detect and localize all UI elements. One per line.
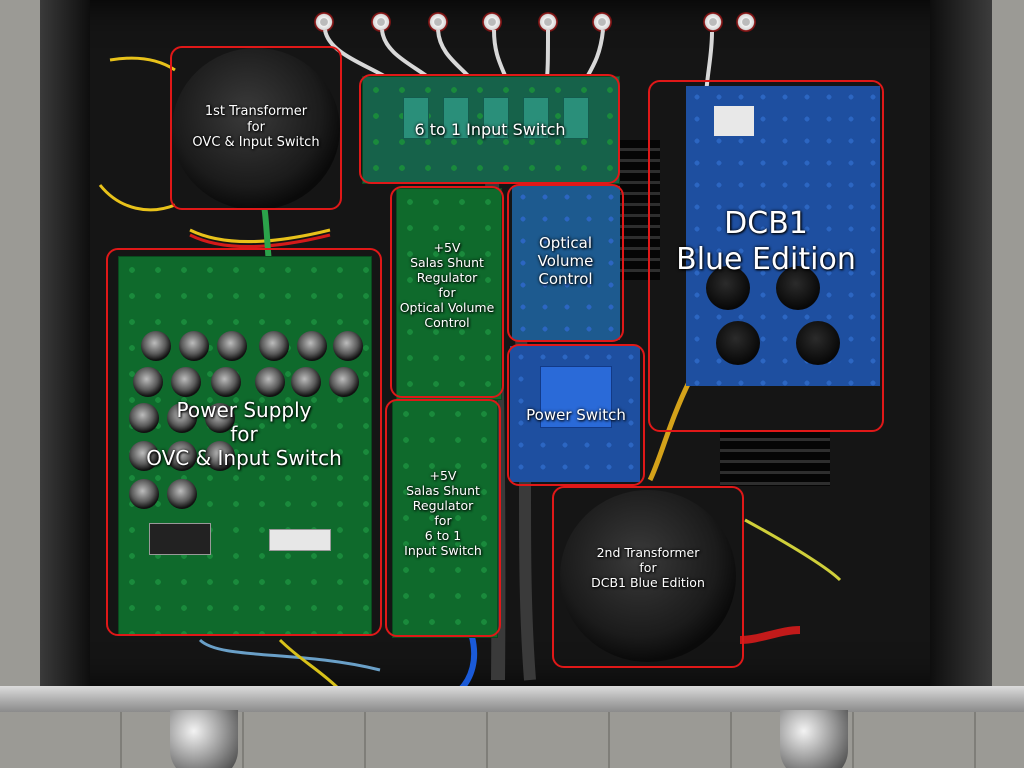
label-optical-volume: Optical Volume Control	[537, 234, 594, 288]
annotation-box-transformer-2	[552, 486, 744, 668]
regulator-board-ovc	[396, 188, 502, 400]
chassis-right-wall	[930, 0, 992, 690]
rca-jack	[482, 12, 502, 32]
knob-right	[780, 710, 848, 768]
rca-jack	[371, 12, 391, 32]
label-power-switch: Power Switch	[526, 406, 626, 424]
annotation-box-dcb1	[648, 80, 884, 432]
annotation-box-input-switch	[359, 74, 620, 184]
rca-jack	[736, 12, 756, 32]
label-transformer-1: 1st Transformer for OVC & Input Switch	[192, 104, 320, 151]
rca-jack	[592, 12, 612, 32]
annotation-box-power-switch	[507, 344, 645, 486]
label-regulator-ovc: +5V Salas Shunt Regulator for Optical Vo…	[399, 240, 495, 330]
label-power-supply: Power Supply for OVC & Input Switch	[146, 398, 342, 470]
label-input-switch: 6 to 1 Input Switch	[414, 120, 566, 139]
label-transformer-2: 2nd Transformer for DCB1 Blue Edition	[591, 545, 705, 590]
heatsink	[620, 140, 660, 280]
annotation-box-power-supply	[106, 248, 382, 636]
rca-jack	[703, 12, 723, 32]
chassis-left-wall	[40, 0, 90, 690]
rca-jack	[428, 12, 448, 32]
rca-jack	[314, 12, 334, 32]
annotation-box-regulator-ovc	[390, 186, 504, 398]
regulator-board-input	[392, 400, 498, 638]
knob-left	[170, 710, 238, 768]
annotation-box-optical-volume	[507, 184, 624, 342]
optical-volume-board	[512, 186, 620, 340]
rca-jack	[538, 12, 558, 32]
annotation-box-transformer-1	[170, 46, 342, 210]
transformer-1	[172, 48, 340, 210]
annotation-box-regulator-input	[385, 399, 501, 637]
transformer-2	[560, 490, 736, 662]
power-switch-board	[510, 346, 640, 482]
heatsink	[720, 430, 830, 486]
front-panel	[0, 686, 1024, 712]
label-regulator-input: +5V Salas Shunt Regulator for 6 to 1 Inp…	[404, 468, 482, 558]
dcb1-board	[686, 86, 880, 386]
power-supply-board	[118, 256, 372, 636]
input-switch-board	[362, 76, 620, 184]
label-dcb1: DCB1 Blue Edition	[676, 206, 856, 277]
